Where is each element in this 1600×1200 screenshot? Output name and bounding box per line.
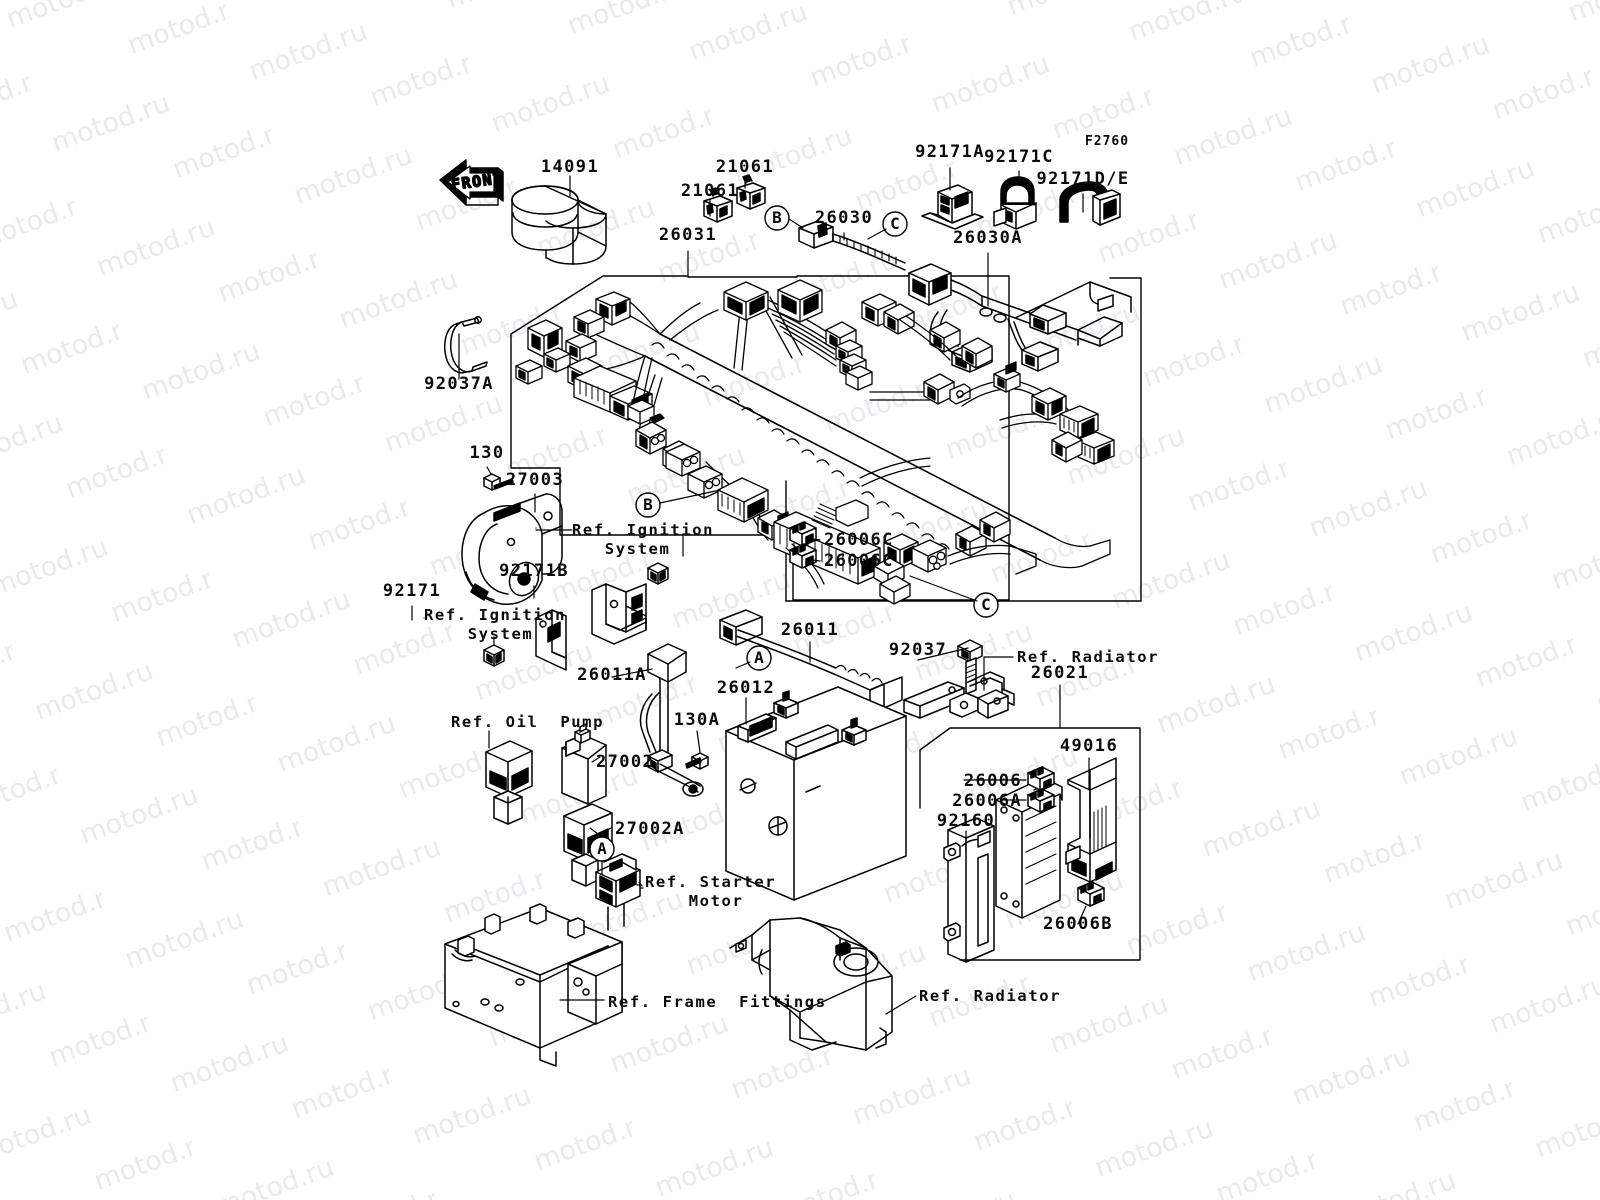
callout-92160: 92160: [936, 811, 996, 831]
callout-ref-oil-pump: Ref. Oil Pump: [451, 713, 605, 731]
section-marker-B-mid: B: [643, 495, 653, 514]
callout-27003: 27003: [505, 470, 565, 490]
section-marker-C-top: C: [890, 214, 900, 233]
callout-26006A: 26006A: [952, 791, 1022, 811]
callout-92037: 92037: [888, 640, 948, 660]
callout-49016: 49016: [1059, 736, 1119, 756]
callout-21061-lower: 21061: [680, 181, 740, 201]
section-marker-A-battery: A: [754, 648, 764, 667]
callout-130: 130: [469, 443, 505, 463]
callout-26006C-2: 26006C: [824, 551, 894, 571]
callout-ref-ignition-system-upper: Ref. Ignition System: [572, 521, 715, 559]
callout-92171B: 92171B: [499, 561, 569, 581]
callout-ref-starter-motor: Ref. Starter Motor: [645, 873, 777, 911]
callout-ref-ignition-system-lower: Ref. Ignition System: [424, 606, 567, 644]
callout-26006B: 26006B: [1043, 914, 1113, 934]
callout-130A: 130A: [673, 710, 721, 730]
callout-26031: 26031: [658, 225, 718, 245]
callout-ref-radiator-lower: Ref. Radiator: [919, 987, 1062, 1005]
callout-26011A: 26011A: [577, 665, 647, 685]
callout-27002: 27002: [596, 752, 655, 772]
callout-92171: 92171: [382, 581, 442, 601]
callout-14091: 14091: [540, 157, 600, 177]
callout-26006: 26006: [963, 771, 1022, 791]
callout-92171A: 92171A: [915, 142, 985, 162]
section-marker-C-mid: C: [981, 595, 991, 614]
callout-26021: 26021: [1030, 663, 1090, 683]
callout-92171DE: 92171D/E: [1036, 169, 1130, 189]
callout-26011: 26011: [780, 620, 840, 640]
callout-26030: 26030: [814, 208, 874, 228]
callout-F2760: F2760: [1084, 134, 1130, 149]
callout-ref-frame-fittings: Ref. Frame Fittings: [608, 993, 827, 1011]
callout-92037A: 92037A: [424, 374, 494, 394]
callout-26006C-1: 26006C: [824, 530, 894, 550]
callout-26030A: 26030A: [953, 228, 1023, 248]
callout-92171C: 92171C: [984, 147, 1054, 167]
callout-27002A: 27002A: [615, 819, 685, 839]
callout-26012: 26012: [716, 678, 776, 698]
section-marker-A-starter: A: [597, 839, 607, 858]
callout-21061-upper: 21061: [715, 157, 775, 177]
section-marker-B-top: B: [772, 208, 782, 227]
